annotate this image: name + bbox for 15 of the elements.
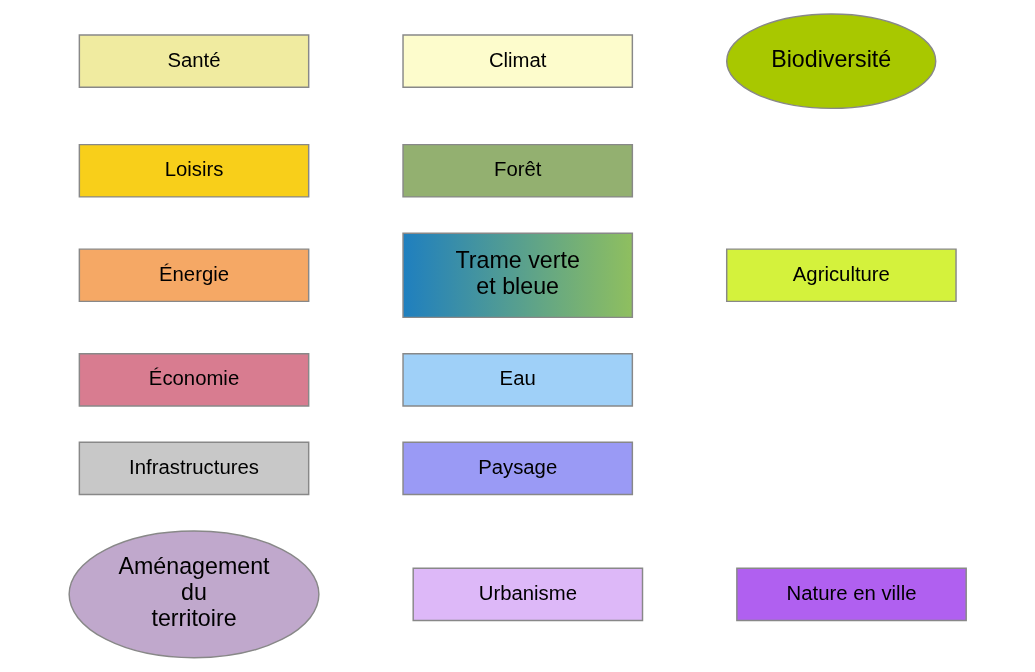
node-box: Infrastructures (78, 441, 310, 496)
node-box: Nature en ville (736, 567, 967, 622)
node-box: Santé (78, 34, 310, 89)
node-box: Climat (402, 34, 634, 89)
node-box: Loisirs (78, 143, 310, 198)
node-box: Trame verte et bleue (402, 232, 634, 319)
node-ellipse: Biodiversité (725, 13, 937, 110)
node-ellipse: Aménagement du territoire (68, 530, 320, 659)
node-box: Énergie (78, 248, 310, 303)
node-box: Urbanisme (412, 567, 644, 622)
node-box: Paysage (402, 441, 634, 496)
node-box: Forêt (402, 143, 634, 198)
node-box: Eau (402, 352, 634, 407)
node-box: Agriculture (725, 248, 957, 303)
node-box: Économie (78, 352, 310, 407)
